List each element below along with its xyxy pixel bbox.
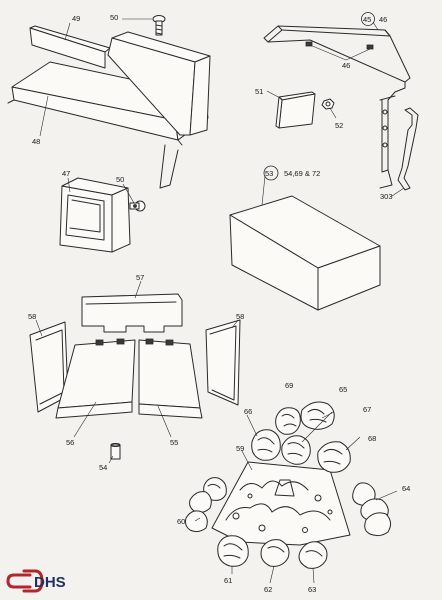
label-48: 48 xyxy=(32,137,40,146)
label-49: 49 xyxy=(72,14,80,23)
label-62: 62 xyxy=(264,585,272,594)
label-66: 66 xyxy=(244,407,252,416)
label-67: 67 xyxy=(363,405,371,414)
dhs-logo-mark xyxy=(6,569,44,593)
label-68: 68 xyxy=(368,434,376,443)
part-51-plate xyxy=(275,91,316,129)
part-49-shield xyxy=(29,25,211,189)
rock-62 xyxy=(260,539,290,567)
part-52-nut xyxy=(321,98,335,110)
label-54: 54 xyxy=(99,463,107,472)
label-58-left: 58 xyxy=(28,312,36,321)
label-53: 53 xyxy=(265,169,273,178)
label-63: 63 xyxy=(308,585,316,594)
dhs-logo-text: DHS xyxy=(34,574,66,591)
label-46: 46 xyxy=(342,61,350,70)
label-59: 59 xyxy=(236,444,244,453)
label-60: 60 xyxy=(177,517,185,526)
label-45-ref: 46 xyxy=(379,15,387,24)
callout-45-circle xyxy=(361,12,375,26)
part-47-housing xyxy=(59,177,131,253)
leader-lines xyxy=(35,18,405,584)
rock-60b xyxy=(189,491,212,513)
rock-66 xyxy=(251,429,281,461)
label-45: 45 xyxy=(363,15,371,24)
dhs-logo: DHS xyxy=(6,569,66,593)
rock-68 xyxy=(317,441,351,473)
label-47: 47 xyxy=(62,169,70,178)
rock-64c xyxy=(364,512,392,537)
label-61: 61 xyxy=(224,576,232,585)
rock-67 xyxy=(281,435,311,465)
part-50-screw-mid xyxy=(129,200,146,212)
rock-61 xyxy=(217,535,249,567)
part-58-right-panel xyxy=(205,319,241,406)
label-65: 65 xyxy=(339,385,347,394)
label-51: 51 xyxy=(255,87,263,96)
label-52: 52 xyxy=(335,121,343,130)
rock-65 xyxy=(300,401,335,430)
callout-53-circle xyxy=(263,165,279,181)
part-303-valve-pipe xyxy=(397,107,419,191)
part-53-box xyxy=(229,195,381,311)
label-58-right: 58 xyxy=(236,312,244,321)
part-56-base-left xyxy=(55,338,136,419)
rock-63 xyxy=(298,541,328,569)
rock-69 xyxy=(275,407,301,435)
part-50-screw-top xyxy=(152,15,166,36)
label-53-ref: 54,69 & 72 xyxy=(284,169,320,178)
part-57-rear-panel xyxy=(81,293,183,333)
label-56: 56 xyxy=(66,438,74,447)
label-50-mid: 50 xyxy=(116,175,124,184)
label-55: 55 xyxy=(170,438,178,447)
part-55-base-right xyxy=(138,338,203,419)
label-50-top: 50 xyxy=(110,13,118,22)
label-64: 64 xyxy=(402,484,410,493)
label-69: 69 xyxy=(285,381,293,390)
rock-60c xyxy=(185,510,208,533)
part-54-pin xyxy=(110,443,121,460)
label-57: 57 xyxy=(136,273,144,282)
label-303: 303 xyxy=(380,192,393,201)
part-59-ember-bed xyxy=(211,461,351,546)
